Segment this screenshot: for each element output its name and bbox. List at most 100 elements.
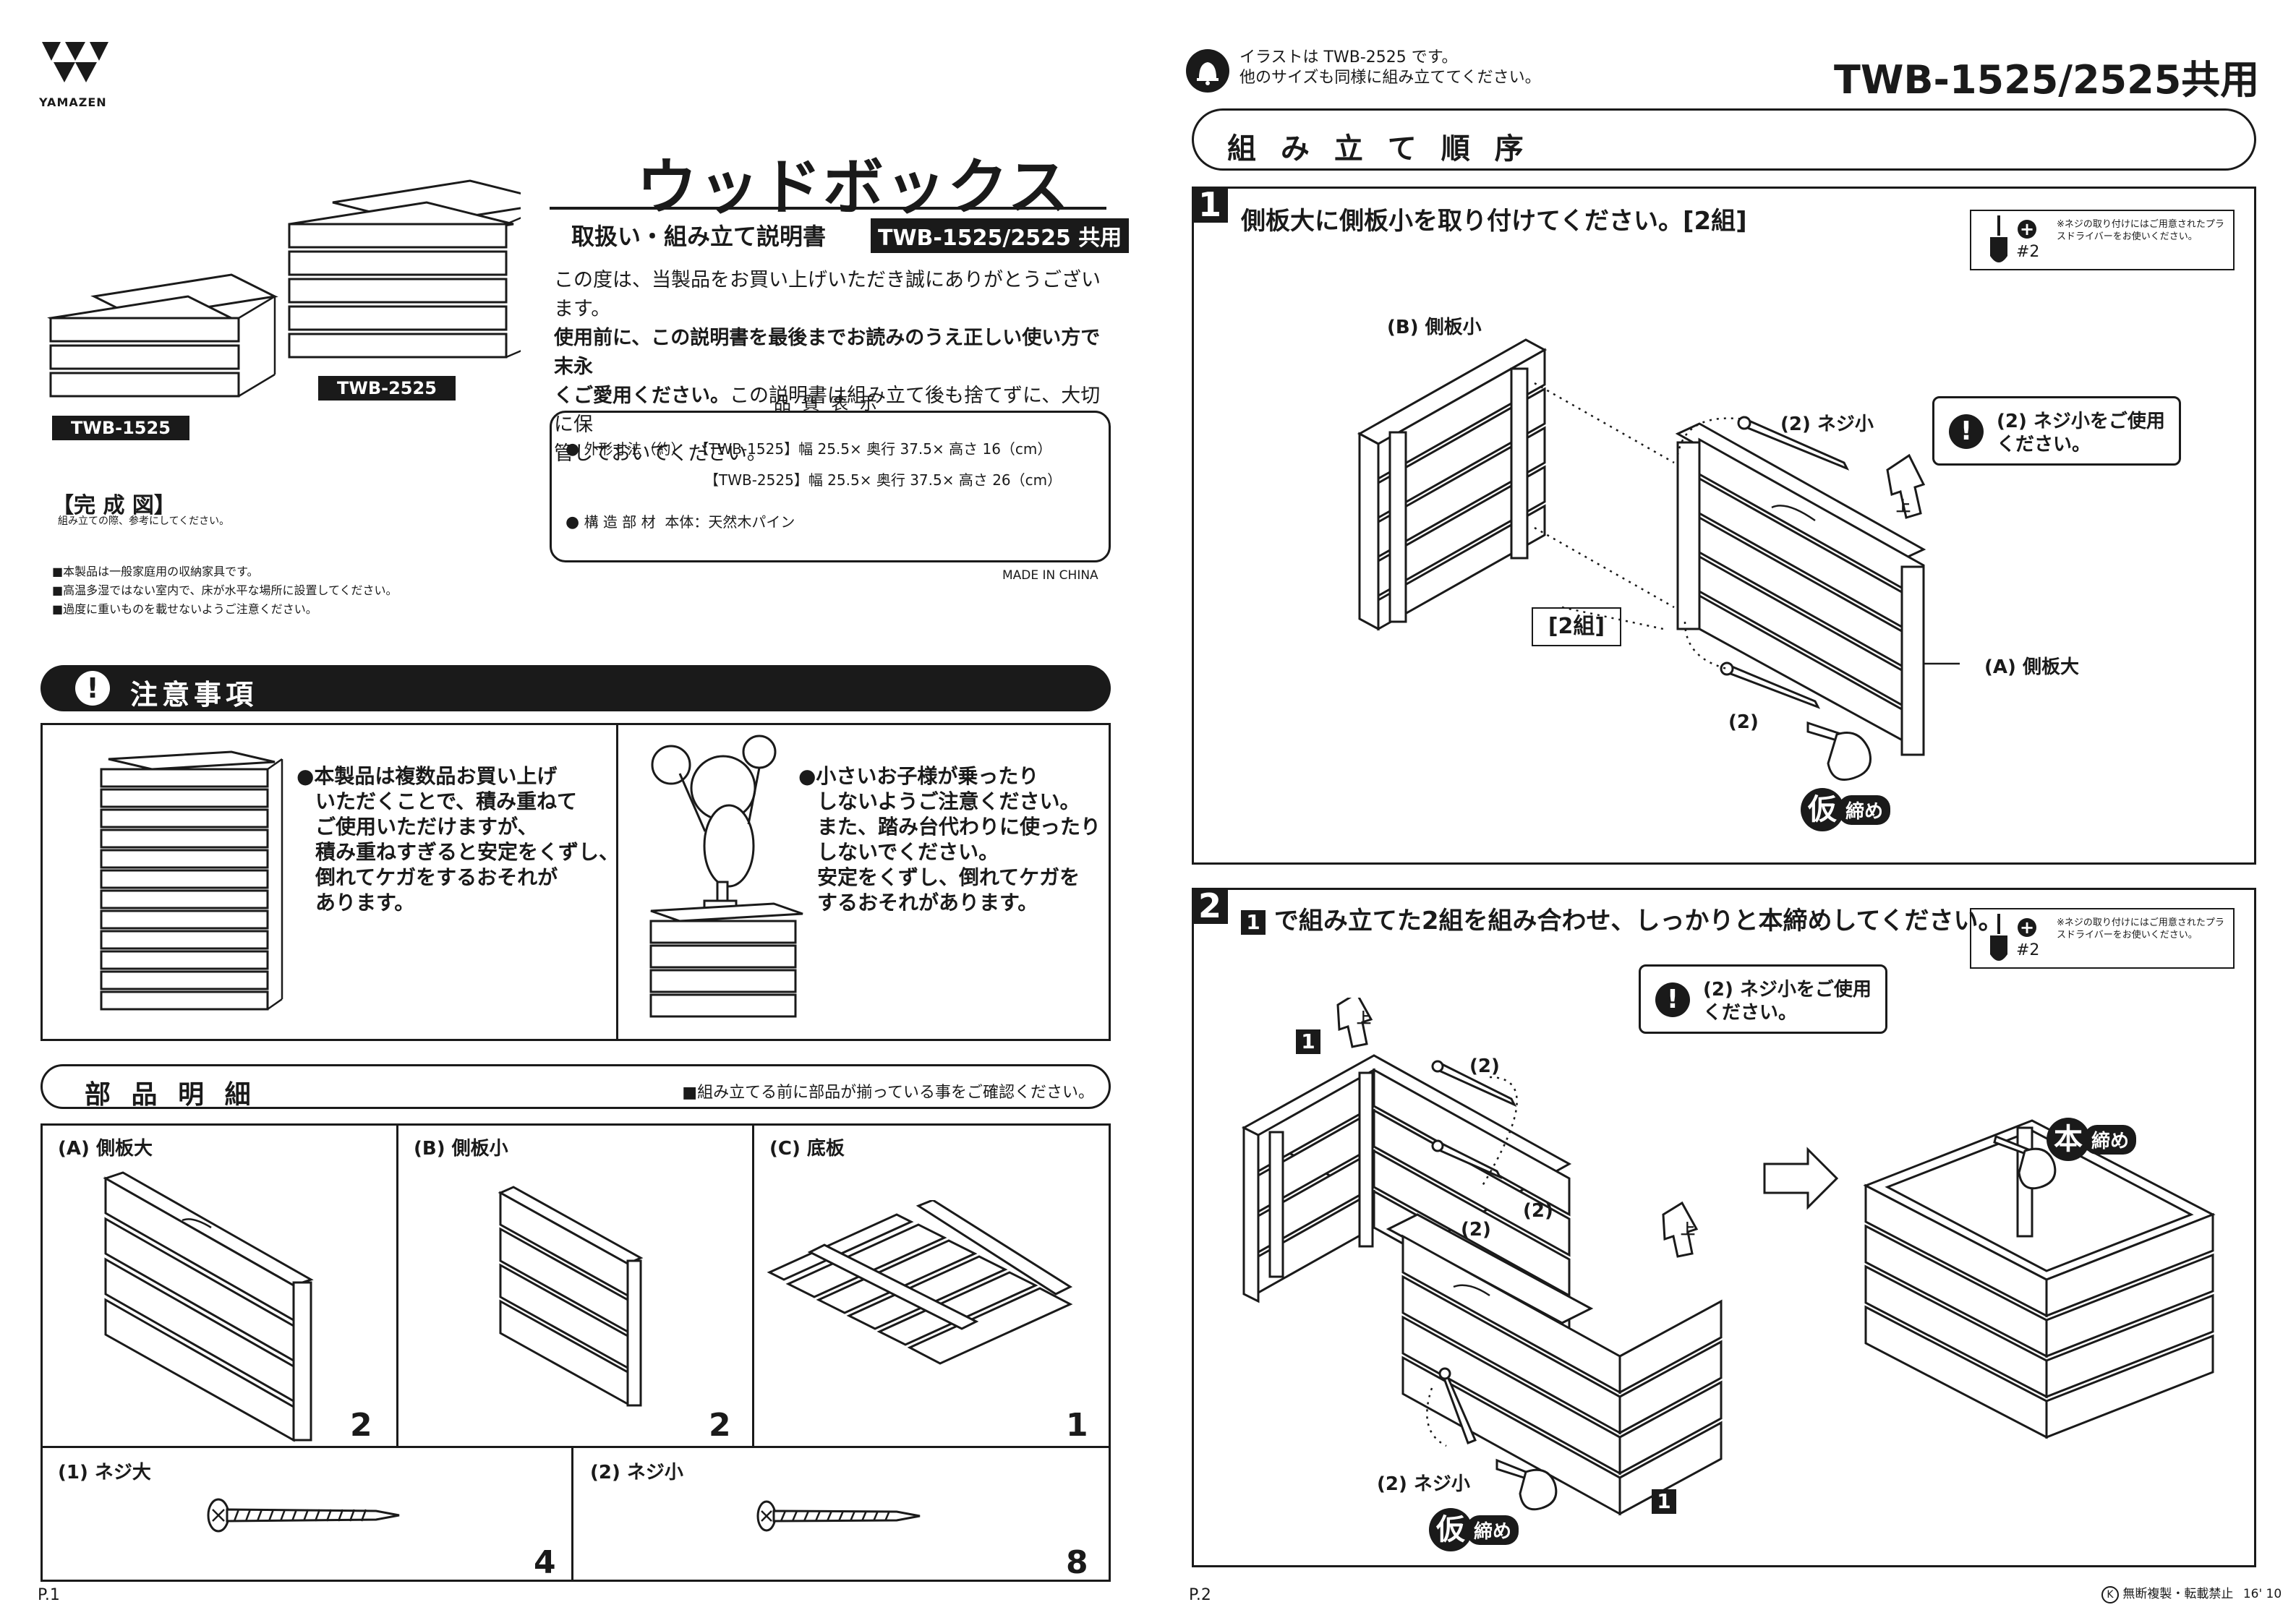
order-header: 組 み 立 て 順 序 <box>1192 108 2256 171</box>
notes-list: ■本製品は一般家庭用の収納家具です。 ■高温多湿ではない室内で、床が水平な場所に… <box>52 562 398 619</box>
part-2-qty: 8 <box>1066 1544 1088 1581</box>
caution-2-line-5: 安定をくずし、倒れてケガを <box>817 865 1080 889</box>
warning-icon-2: ! <box>1655 982 1690 1017</box>
tighten-circle-2: 仮 <box>1429 1508 1472 1551</box>
caution-icon: ! <box>75 671 110 706</box>
step1-label-b: (B) 側板小 <box>1387 317 1482 338</box>
warn-1-text: (2) ネジ小をご使用 ください。 <box>1997 410 2165 456</box>
step2-final-stamp: 本締め <box>2047 1118 2137 1161</box>
step1-label-2: (2) <box>1728 711 1759 733</box>
caution-1-line-4: 積み重ねすぎると安定をくずし、 <box>315 840 620 864</box>
tool-note-2: ※ネジの取り付けにはご用意されたプラスドライバーをお使いください。 <box>2057 917 2224 941</box>
part-a-qty: 2 <box>350 1407 372 1444</box>
quality-box <box>550 411 1111 562</box>
part-1-label: (1) ネジ大 <box>58 1462 151 1483</box>
tool-box-2: + #2 ※ネジの取り付けにはご用意されたプラスドライバーをお使いください。 <box>1970 908 2235 969</box>
caution-title: 注意事項 <box>130 679 258 711</box>
tool-box-1: + #2 ※ネジの取り付けにはご用意されたプラスドライバーをお使いください。 <box>1970 210 2235 270</box>
step2-number: 2 <box>1192 888 1228 924</box>
copyright-date: 16' 10 <box>2242 1587 2282 1601</box>
quality-dims: ● 外形寸法（約） 【TWB-1525】幅 25.5× 奥行 37.5× 高さ … <box>566 440 1062 531</box>
caution-text-1: ●本製品は複数品お買い上げ いただくことで、積み重ねて ご使用いただけますが、 … <box>296 763 619 915</box>
step1-tighten-stamp: 仮締め <box>1801 788 1891 831</box>
copyright-line: K 無断複製・転載禁止 16' 10 <box>2101 1583 2282 1603</box>
intro-line-3: くご愛用ください。 <box>554 385 730 407</box>
parts-title: 部 品 明 細 <box>85 1080 257 1110</box>
step2-label-c: (2) <box>1461 1219 1491 1241</box>
step2-ref: 1 <box>1241 910 1266 935</box>
copyright-k-icon: K <box>2101 1586 2119 1603</box>
note-3: ■過度に重いものを載せないようご注意ください。 <box>52 602 317 616</box>
tighten-text-1: 締め <box>1838 795 1891 825</box>
part-c-qty: 1 <box>1066 1407 1088 1444</box>
intro-line-5: 管しておいてください。 <box>554 442 767 465</box>
label-twb-1525: TWB-1525 <box>52 416 189 440</box>
part-1-qty: 4 <box>534 1544 556 1581</box>
part-a-drawing <box>103 1171 314 1442</box>
warn-1-line-1: (2) ネジ小をご使用 <box>1997 411 2165 432</box>
intro-line-1: この度は、当製品をお買い上げいただき誠にありがとうございます。 <box>554 269 1101 320</box>
parts-note: ■組み立てる前に部品が揃っている事をご確認ください。 <box>682 1084 1094 1102</box>
mat-value: 本体：天然木パイン <box>665 513 795 531</box>
step1-number: 1 <box>1192 187 1228 223</box>
order-title: 組 み 立 て 順 序 <box>1227 132 1531 166</box>
bell-icon <box>1186 49 1229 93</box>
warn-2-line-2: ください。 <box>1703 1002 1798 1024</box>
yamazen-logo: YAMAZEN <box>39 40 111 113</box>
intro-text: この度は、当製品をお買い上げいただき誠にありがとうございます。 使用前に、この説… <box>554 266 1118 468</box>
part-a-label: (A) 側板大 <box>58 1138 153 1160</box>
caution-header: ! 注意事項 <box>40 665 1111 711</box>
caution-1-line-6: あります。 <box>315 891 415 915</box>
step2-up-label-1: 上 <box>1357 1009 1371 1027</box>
product-illustration <box>47 179 521 398</box>
part-b-drawing <box>498 1186 644 1407</box>
tighten-text-2: 締め <box>1467 1515 1519 1545</box>
model-badge: TWB-1525/2525 共用 <box>871 218 1130 253</box>
page-number-2: P.2 <box>1189 1586 1211 1604</box>
page-number-1: P.1 <box>38 1586 60 1604</box>
caution-1-line-1: ●本製品は複数品お買い上げ <box>296 764 558 788</box>
tighten-circle-1: 仮 <box>1801 788 1844 831</box>
made-in: MADE IN CHINA <box>1002 568 1098 583</box>
step2-tighten-stamp: 仮締め <box>1429 1508 1519 1551</box>
screw-small-drawing <box>756 1500 921 1532</box>
caution-1-line-3: ご使用いただけますが、 <box>315 815 538 839</box>
parts-box <box>40 1123 1111 1582</box>
warn-box-1: ! (2) ネジ小をご使用 ください。 <box>1932 396 2181 466</box>
warn-1-line-2: ください。 <box>1997 434 2091 455</box>
note-2: ■高温多湿ではない室内で、床が水平な場所に設置してください。 <box>52 583 398 597</box>
screwdriver-icon-2 <box>1990 914 2007 961</box>
caution-2-line-3: また、踏み台代わりに使ったり <box>817 815 1101 839</box>
caution-divider <box>616 723 618 1041</box>
step2-title-wrap: 1 で組み立てた2組を組み合わせ、しっかりと本締めしてください。 <box>1241 901 2002 936</box>
part-c-drawing <box>767 1200 1073 1365</box>
dim-2: 【TWB-2525】幅 25.5× 奥行 37.5× 高さ 26（cm） <box>704 471 1062 489</box>
illustration-note-2: 他のサイズも同様に組み立ててください。 <box>1239 69 1541 87</box>
illustration-note-1: イラストは TWB-2525 です。 <box>1239 48 1458 67</box>
caution-2-line-2: しないようご注意ください。 <box>817 789 1080 813</box>
label-twb-2525: TWB-2525 <box>318 376 456 401</box>
step1-sets-label: [2組] <box>1548 614 1605 639</box>
step1-title: 側板大に側板小を取り付けてください。[2組] <box>1241 207 1747 236</box>
step2-label-b: (2) <box>1523 1200 1553 1222</box>
caution-text-2: ●小さいお子様が乗ったり しないようご注意ください。 また、踏み台代わりに使った… <box>798 763 1101 915</box>
brand-name: YAMAZEN <box>39 95 107 109</box>
caution-box <box>40 723 1111 1041</box>
step1-diagram <box>1357 338 1960 781</box>
final-circle: 本 <box>2047 1118 2090 1161</box>
caution-2-line-4: しないでください。 <box>817 840 999 864</box>
screwdriver-icon <box>1990 215 2007 262</box>
mat-label: 構 造 部 材 <box>584 513 656 531</box>
caution-2-line-6: するおそれがあります。 <box>817 891 1038 915</box>
parts-header: 部 品 明 細 ■組み立てる前に部品が揃っている事をご確認ください。 <box>40 1064 1111 1110</box>
step1-sets-box: [2組] <box>1532 607 1621 646</box>
title-rule <box>550 207 1106 210</box>
tool-label-1: #2 <box>2016 243 2040 261</box>
dim-label: 外形寸法（約） <box>584 440 686 458</box>
step2-label-screw: (2) ネジ小 <box>1377 1473 1470 1495</box>
step2-title: で組み立てた2組を組み合わせ、しっかりと本締めしてください。 <box>1273 907 2003 935</box>
step1-up-label: 上 <box>1896 497 1911 515</box>
caution-2-line-1: ●小さいお子様が乗ったり <box>798 764 1039 788</box>
child-on-box-illustration <box>649 735 803 1018</box>
parts-vline-3 <box>571 1446 573 1582</box>
